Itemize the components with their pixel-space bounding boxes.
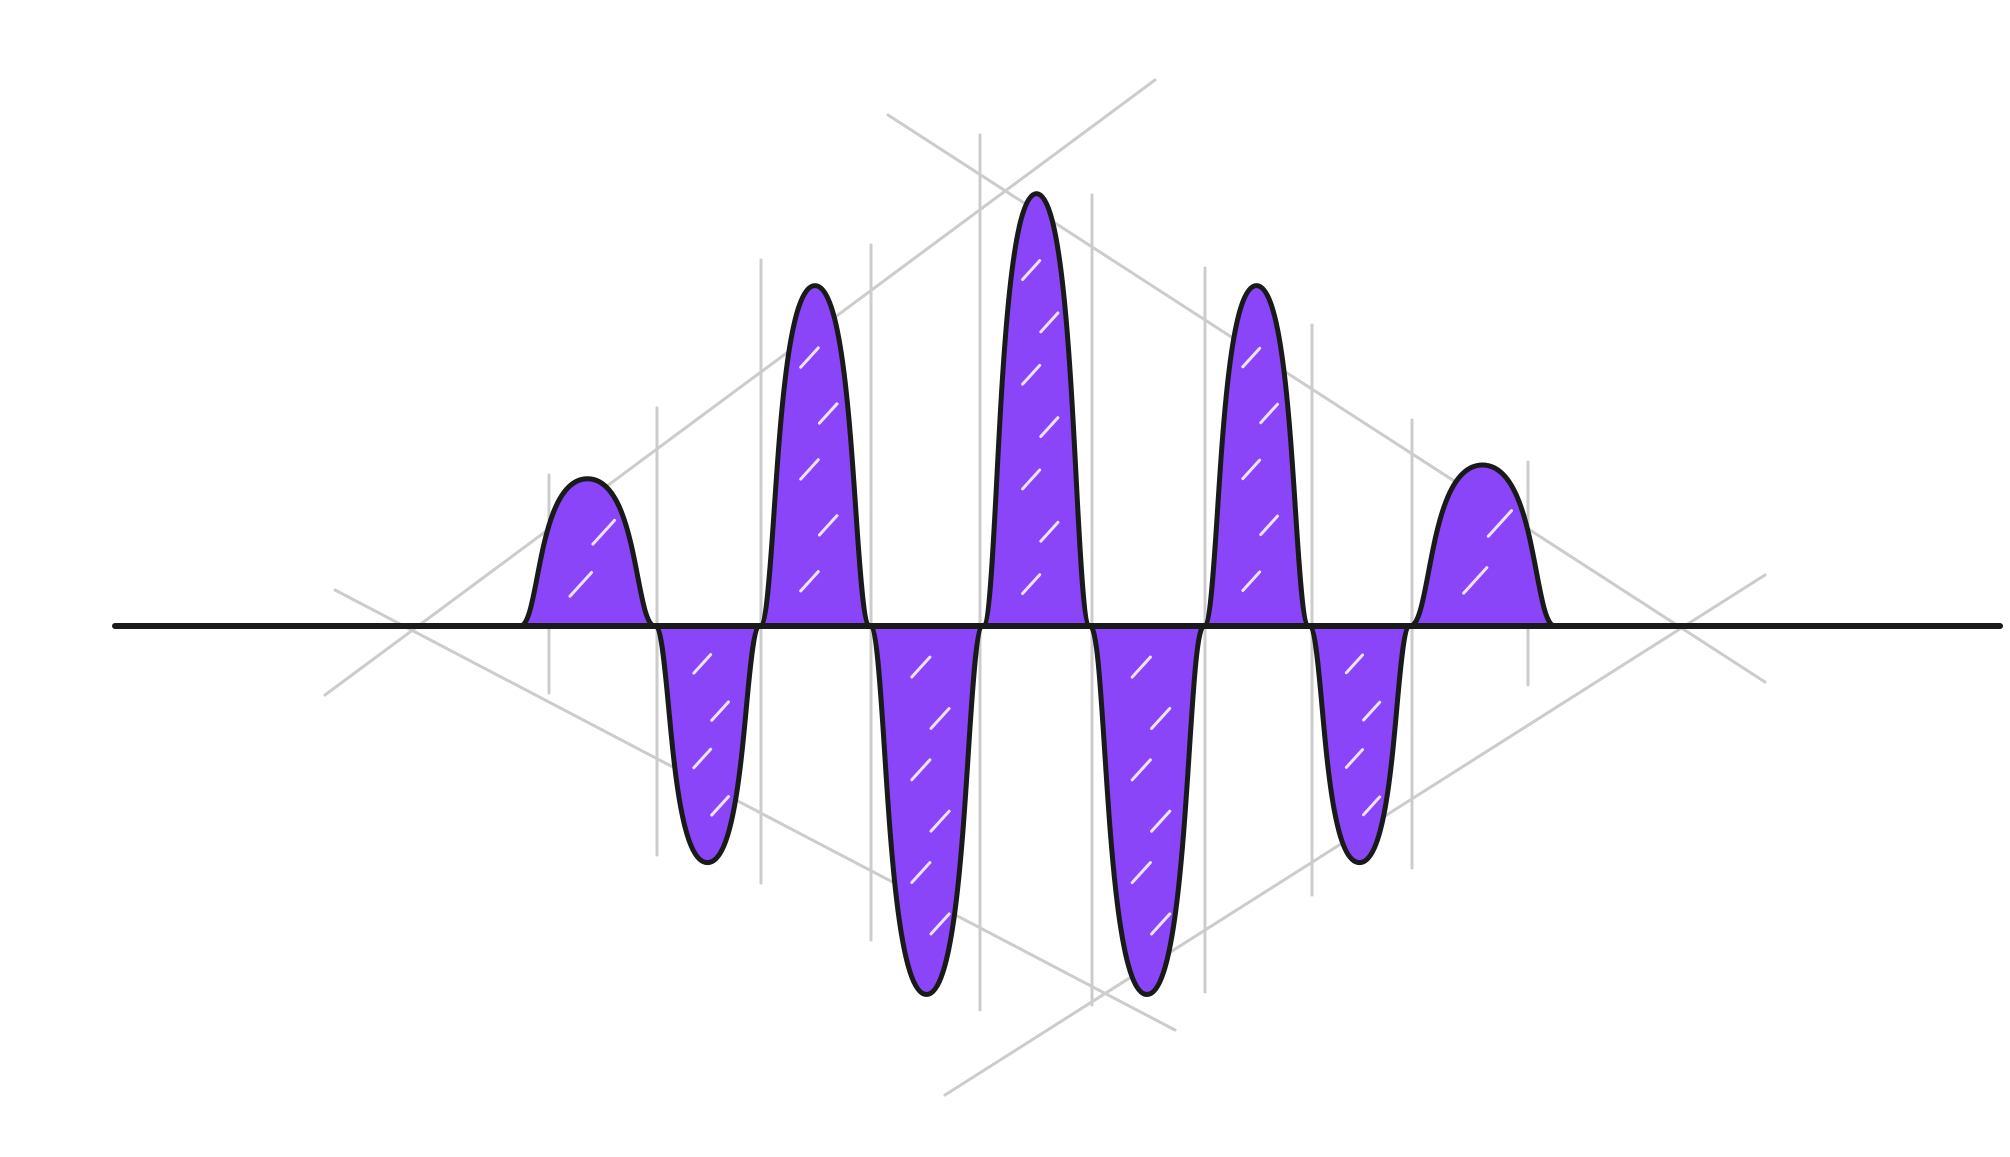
- hatch-stroke: [1241, 570, 1262, 593]
- hatch-stroke: [1021, 259, 1042, 281]
- hatch-stroke: [799, 458, 820, 481]
- hatch-stroke: [710, 700, 730, 722]
- hatch-stroke: [692, 747, 713, 770]
- hatch-stroke: [1130, 861, 1152, 885]
- hatch-stroke: [1486, 509, 1513, 538]
- hatch-stroke: [591, 518, 616, 546]
- hatch-stroke: [910, 758, 932, 782]
- hatch-stroke: [1130, 758, 1152, 782]
- hatch-stroke: [817, 514, 839, 537]
- hatch-stroke: [710, 795, 730, 817]
- wave-outline: [515, 191, 1565, 998]
- envelope-guide-line: [323, 78, 1157, 697]
- hatch-stroke: [910, 655, 932, 679]
- hatch-stroke: [1259, 514, 1279, 537]
- hatch-stroke: [568, 570, 594, 598]
- hatch-stroke: [817, 402, 839, 425]
- hatch-stroke: [1130, 655, 1152, 679]
- wave-lobes: [520, 193, 1555, 995]
- hatch-stroke: [929, 809, 951, 833]
- hatch-stroke: [1344, 653, 1365, 675]
- hatch-stroke: [910, 861, 932, 885]
- envelope-guide-lines: [323, 78, 1767, 1097]
- hatch-stroke: [1241, 458, 1262, 481]
- hatch-stroke: [1150, 912, 1172, 936]
- hatch-stroke: [692, 653, 713, 675]
- hatch-stroke: [1039, 311, 1060, 334]
- hatch-stroke: [1039, 416, 1060, 439]
- hatch-stroke: [799, 346, 820, 369]
- hatch-stroke: [1344, 748, 1365, 769]
- hatch-stroke: [929, 707, 951, 730]
- hatch-stroke: [1462, 566, 1489, 595]
- hatch-stroke: [1150, 809, 1172, 833]
- hatch-stroke: [1021, 363, 1042, 386]
- hatch-stroke: [1021, 468, 1042, 491]
- envelope-guide-line: [333, 588, 1177, 1032]
- hatch-stroke: [1362, 795, 1382, 817]
- hatch-stroke: [1150, 706, 1172, 731]
- hatch-stroke: [1021, 573, 1042, 596]
- hatch-stroke: [929, 912, 951, 936]
- hatch-stroke: [799, 570, 820, 593]
- hatch-stroke: [1039, 520, 1060, 543]
- hatch-stroke: [1362, 700, 1382, 722]
- hatch-stroke: [1259, 402, 1279, 425]
- hatch-stroke: [1241, 346, 1262, 369]
